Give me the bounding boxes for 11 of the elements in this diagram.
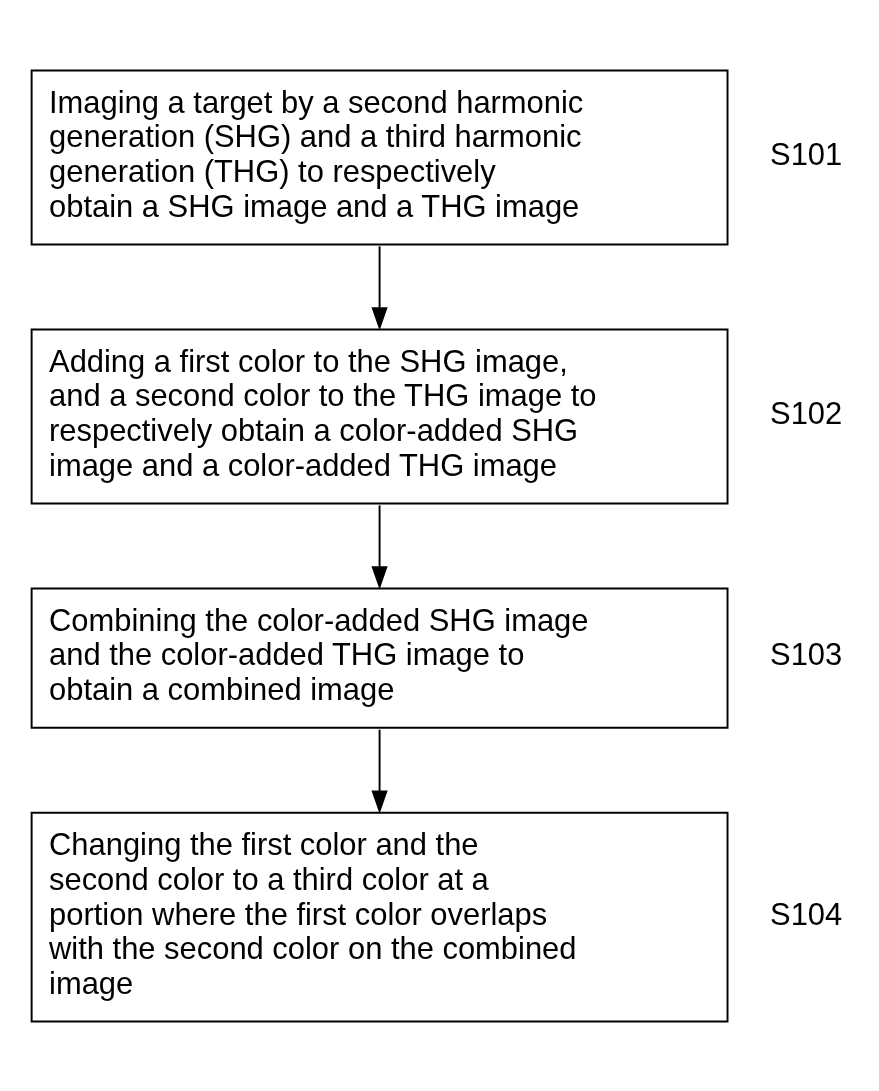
node-box: Combining the color-added SHG image and the color-added THG image to obtain a combined image [30,587,729,729]
node-box: Changing the first color and the second color to a third color at a portion where the first color overlaps with the second color on the combined image [30,811,729,1022]
node-label: S103 [770,636,843,672]
arrow [371,728,388,814]
node-label: S102 [770,395,843,431]
node-box: Adding a first color to the SHG image, and a second color to the THG image to respectively obtain a color-added SHG image and a color-added THG image [30,328,729,504]
node-box: Imaging a target by a second harmonic generation (SHG) and a third harmonic generation (THG) to respectively obtain a SHG image and a THG image [30,69,729,245]
arrow [371,503,388,589]
arrow [371,244,388,330]
node-label: S104 [770,896,843,931]
node-label: S101 [770,136,843,172]
